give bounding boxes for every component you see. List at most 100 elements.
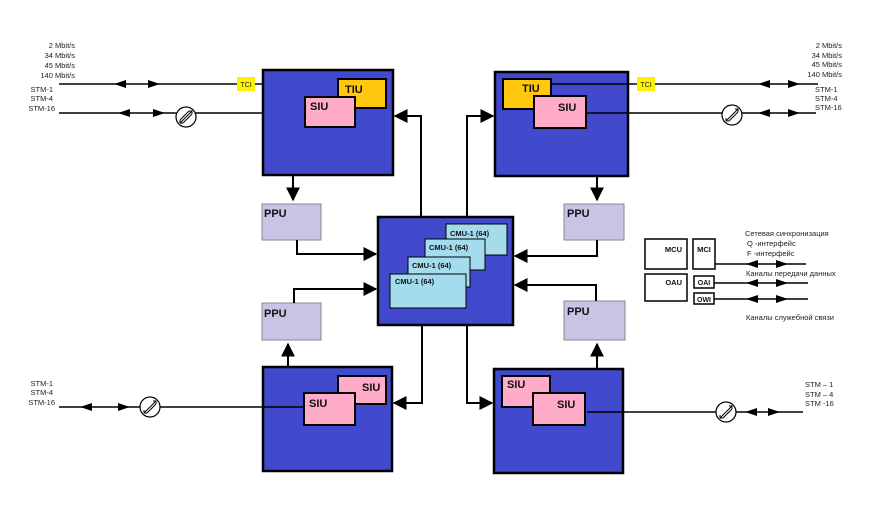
tci-block [637, 77, 655, 91]
rate-label: 2 Mbit/s [816, 41, 843, 50]
siu-label: SIU [557, 399, 575, 411]
right-top-rate-labels: 2 Mbit/s 34 Mbit/s 45 Mbit/s 140 Mbit/s … [807, 41, 842, 112]
stm-label: STM-4 [31, 94, 54, 103]
arrowhead-icon [114, 80, 126, 88]
cmu-block [389, 273, 467, 309]
node-top-right: TIU SIU [493, 70, 630, 178]
left-bottom-line-stm: STM-1 STM-4 STM-16 [28, 379, 304, 418]
service-channels-label: Каналы служебной связи [746, 313, 834, 322]
tci-label: TCI [640, 82, 651, 89]
arrowhead-icon [148, 80, 160, 88]
ppu-top-right: PPU [563, 203, 625, 241]
ppu-label: PPU [264, 308, 287, 320]
siu-label: SIU [310, 101, 328, 113]
oau-label: OAU [665, 278, 682, 287]
stm-label: STM – 1 [805, 380, 833, 389]
node-center-crossconnect: CMU-1 (64) CMU-1 (64) CMU-1 (64) CMU-1 (… [376, 215, 515, 327]
tiu-label: TIU [345, 84, 363, 96]
oai-label: OAI [698, 280, 711, 287]
cmu-label: CMU-1 (64) [395, 277, 435, 286]
ppu-label: PPU [567, 208, 590, 220]
siu-block [304, 96, 356, 128]
converter-icon [139, 396, 161, 418]
stm-label: STM-4 [31, 388, 54, 397]
mcu-label: MCU [665, 245, 682, 254]
siu-label: SIU [507, 379, 525, 391]
rate-label: 2 Mbit/s [49, 41, 76, 50]
stm-label: STM-4 [815, 94, 838, 103]
siu-block [337, 375, 387, 405]
data-channels-label: Каналы передачи данных [746, 269, 836, 278]
right-top-line-stm [586, 104, 816, 126]
arrowhead-icon [776, 295, 788, 303]
converter-icon [721, 104, 743, 126]
owi-label: OWI [697, 297, 711, 304]
management-block: MCU MCI OAU OAI OWI Сетевая синхронизаци… [644, 229, 836, 322]
mci-block [692, 238, 716, 270]
converter-icon [715, 401, 737, 423]
siu-block [303, 392, 356, 426]
rate-label: 34 Mbit/s [45, 51, 76, 60]
node-bottom-right: SIU SIU [492, 367, 625, 475]
arrowhead-icon [745, 408, 757, 416]
siu-label: SIU [309, 398, 327, 410]
ppu-label: PPU [567, 306, 590, 318]
converter-icon [175, 106, 197, 128]
cmu-label: CMU-1 (64) [412, 261, 452, 270]
stm-label: STM-16 [28, 398, 55, 407]
arrowhead-icon [788, 80, 800, 88]
sync-label: Сетевая синхронизация [745, 229, 829, 238]
stm-label: STM – 4 [805, 390, 833, 399]
arrowhead-icon [118, 109, 130, 117]
rate-label: 140 Mbit/s [40, 71, 75, 80]
ppu-bottom-right: PPU [563, 300, 626, 341]
arrowhead-icon [776, 260, 788, 268]
right-bottom-line-stm: STM – 1 STM – 4 STM -16 [587, 380, 834, 423]
rate-label: 34 Mbit/s [812, 51, 843, 60]
right-top-tributary-line: TCI [551, 77, 818, 91]
rate-label: 45 Mbit/s [45, 61, 76, 70]
cmu-label: CMU-1 (64) [450, 229, 490, 238]
rate-label: 45 Mbit/s [812, 60, 843, 69]
arrowhead-icon [746, 295, 758, 303]
ppu-bottom-left: PPU [261, 302, 322, 341]
arrowhead-icon [153, 109, 165, 117]
q-interface-label: Q -интерфейс [747, 239, 796, 248]
arrowhead-icon [746, 260, 758, 268]
stm-label: STM-1 [31, 379, 54, 388]
stm-label: STM-1 [31, 85, 54, 94]
tci-block [237, 77, 255, 91]
tiu-label: TIU [522, 83, 540, 95]
siu-label: SIU [362, 382, 380, 394]
node-top-left: TIU SIU [261, 68, 395, 177]
tci-label: TCI [240, 82, 251, 89]
ppu-label: PPU [264, 208, 287, 220]
mci-label: MCI [697, 245, 711, 254]
arrowhead-icon [758, 80, 770, 88]
oau-block [644, 273, 688, 302]
ppu-top-left: PPU [261, 203, 322, 241]
left-top-rate-labels: 2 Mbit/s 34 Mbit/s 45 Mbit/s 140 Mbit/s … [28, 41, 75, 113]
siu-block [532, 392, 586, 426]
stm-label: STM-16 [28, 104, 55, 113]
internal-connections [281, 109, 604, 410]
arrowhead-icon [746, 279, 758, 287]
stm-label: STM -16 [805, 399, 834, 408]
arrowhead-icon [758, 109, 770, 117]
arrowhead-icon [776, 279, 788, 287]
rate-label: 140 Mbit/s [807, 70, 842, 79]
stm-label: STM-16 [815, 103, 842, 112]
stm-label: STM-1 [815, 85, 838, 94]
siu-block [533, 95, 587, 129]
oai-block [693, 275, 715, 289]
arrowhead-icon [80, 403, 92, 411]
f-interface-label: F -интерфейс [747, 249, 795, 258]
arrowhead-icon [118, 403, 130, 411]
cmu-label: CMU-1 (64) [429, 243, 469, 252]
arrowhead-icon [768, 408, 780, 416]
arrowhead-icon [788, 109, 800, 117]
siu-label: SIU [558, 102, 576, 114]
mcu-block [644, 238, 688, 270]
node-bottom-left: SIU SIU [261, 365, 394, 473]
